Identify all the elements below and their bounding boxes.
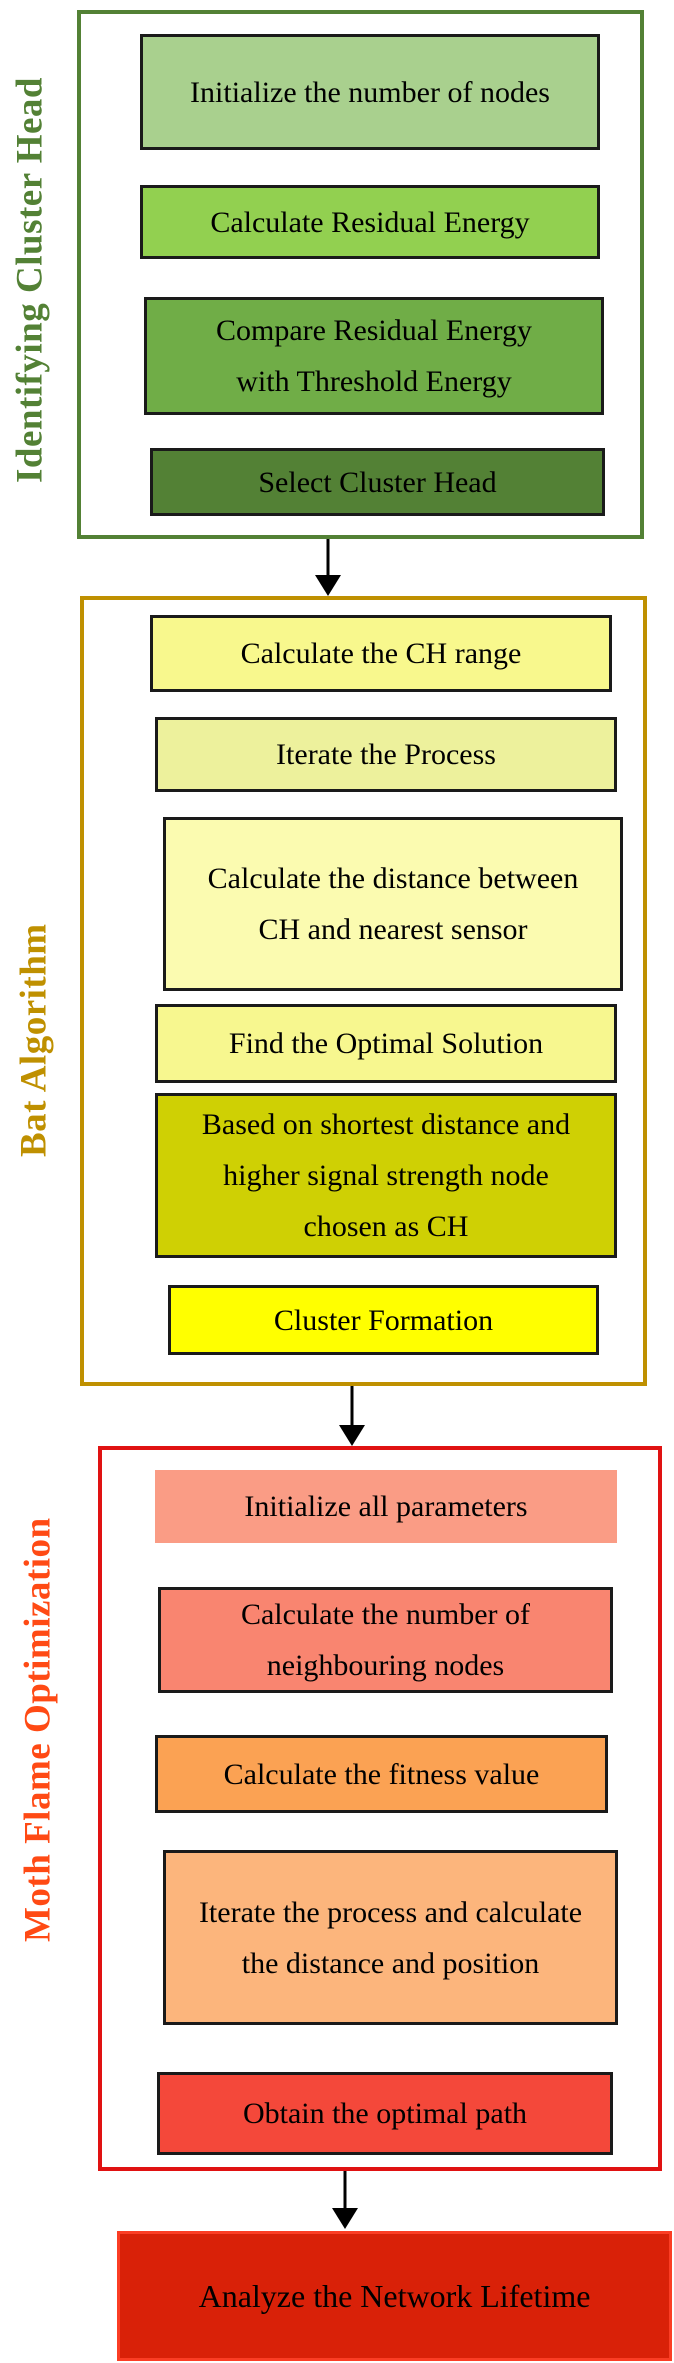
- step-analyze-network-lifetime-label: Analyze the Network Lifetime: [198, 2277, 591, 2314]
- step-calculate-neighbouring-nodes: Calculate the number of neighbouring nod…: [158, 1587, 613, 1693]
- step-iterate-process-label: Iterate the Process: [276, 738, 496, 771]
- section-bat-algorithm: [80, 596, 647, 1386]
- step-calculate-ch-range: Calculate the CH range: [150, 615, 612, 692]
- step-calculate-residual-energy-label: Calculate Residual Energy: [210, 205, 530, 239]
- arrow-head-icon: [315, 575, 341, 596]
- step-node-chosen-as-ch-label: Based on shortest distance and higher si…: [201, 1108, 571, 1243]
- arrow-shaft: [350, 1386, 354, 1427]
- step-calculate-fitness-value-label: Calculate the fitness value: [223, 1757, 540, 1791]
- step-find-optimal-solution-label: Find the Optimal Solution: [228, 1027, 544, 1060]
- step-calculate-ch-range-label: Calculate the CH range: [240, 637, 522, 670]
- step-find-optimal-solution: Find the Optimal Solution: [155, 1004, 617, 1083]
- down-arrow-icon: [339, 1386, 365, 1446]
- step-cluster-formation: Cluster Formation: [168, 1285, 599, 1355]
- step-initialize-parameters-label: Initialize all parameters: [244, 1490, 528, 1523]
- step-node-chosen-as-ch: Based on shortest distance and higher si…: [155, 1093, 617, 1258]
- section-label-bat-algorithm: Bat Algorithm: [13, 923, 55, 1157]
- step-analyze-network-lifetime: Analyze the Network Lifetime: [117, 2231, 672, 2361]
- arrow-shaft: [326, 539, 330, 577]
- section-label-identifying-cluster-head: Identifying Cluster Head: [9, 77, 51, 484]
- step-initialize-nodes: Initialize the number of nodes: [140, 34, 600, 150]
- section-label-moth-flame-optimization: Moth Flame Optimization: [17, 1517, 59, 1943]
- step-initialize-nodes-label: Initialize the number of nodes: [190, 75, 550, 109]
- step-iterate-distance-position-label: Iterate the process and calculate the di…: [198, 1895, 583, 1980]
- arrow-head-icon: [332, 2208, 358, 2229]
- down-arrow-icon: [332, 2171, 358, 2229]
- step-iterate-distance-position: Iterate the process and calculate the di…: [163, 1850, 618, 2025]
- step-initialize-parameters: Initialize all parameters: [155, 1470, 617, 1543]
- step-iterate-process: Iterate the Process: [155, 717, 617, 792]
- step-compare-residual-energy-label: Compare Residual Energy with Threshold E…: [215, 314, 533, 398]
- step-select-cluster-head-label: Select Cluster Head: [258, 465, 497, 499]
- step-cluster-formation-label: Cluster Formation: [273, 1303, 494, 1337]
- step-calculate-fitness-value: Calculate the fitness value: [155, 1735, 608, 1813]
- step-calculate-distance-ch-sensor-label: Calculate the distance between CH and ne…: [207, 862, 579, 946]
- step-calculate-residual-energy: Calculate Residual Energy: [140, 185, 600, 259]
- step-obtain-optimal-path: Obtain the optimal path: [157, 2072, 613, 2155]
- step-calculate-distance-ch-sensor: Calculate the distance between CH and ne…: [163, 817, 623, 991]
- step-calculate-neighbouring-nodes-label: Calculate the number of neighbouring nod…: [240, 1598, 531, 1682]
- step-compare-residual-energy: Compare Residual Energy with Threshold E…: [144, 297, 604, 415]
- down-arrow-icon: [315, 539, 341, 596]
- arrow-head-icon: [339, 1425, 365, 1446]
- step-select-cluster-head: Select Cluster Head: [150, 448, 605, 516]
- arrow-shaft: [343, 2171, 347, 2210]
- step-obtain-optimal-path-label: Obtain the optimal path: [242, 2097, 528, 2130]
